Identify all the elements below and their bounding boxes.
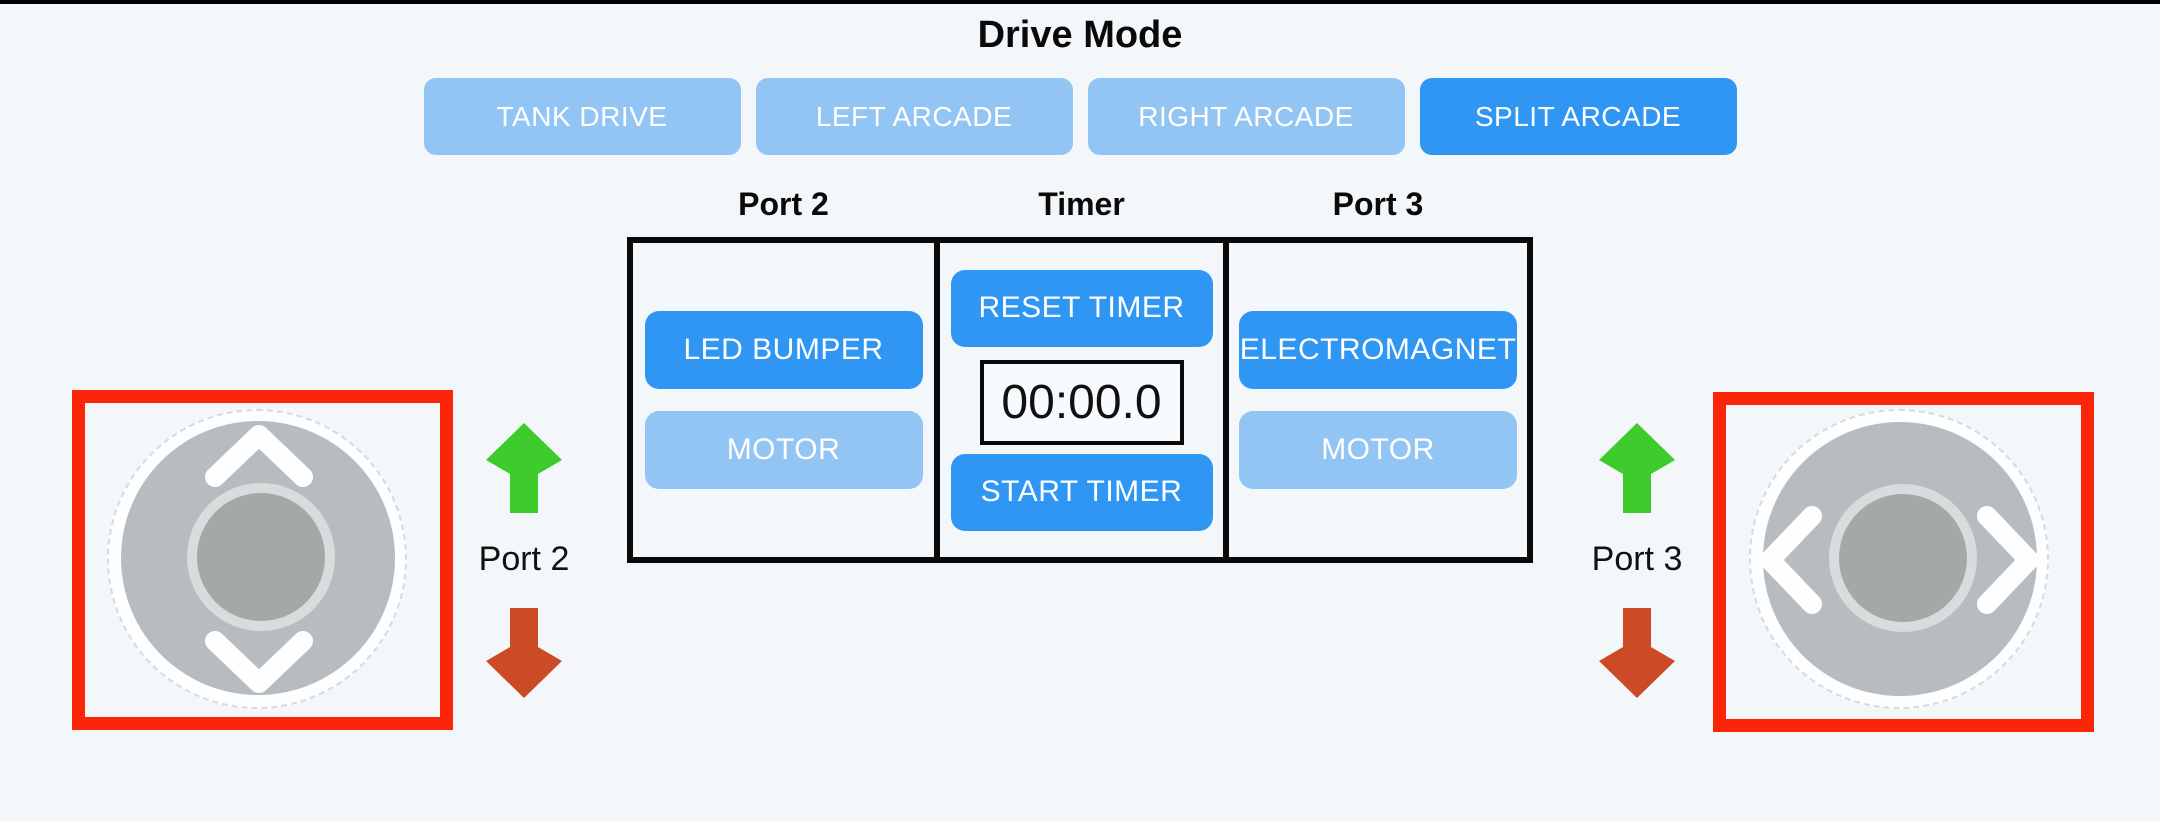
left-joystick-highlight-box: [72, 390, 453, 730]
right-joystick-knob[interactable]: [1829, 484, 1977, 632]
port3-joystick-label: Port 3: [1591, 540, 1683, 578]
left-joystick-knob-center[interactable]: [197, 493, 325, 621]
port2-forward-arrow-icon: [486, 423, 562, 513]
port2-reverse-arrow-icon: [486, 608, 562, 698]
page-title: Drive Mode: [977, 14, 1183, 56]
control-panel-table: LED BUMPER MOTOR RESET TIMER 00:00.0 STA…: [627, 237, 1533, 563]
drive-mode-button-row: TANK DRIVE LEFT ARCADE RIGHT ARCADE SPLI…: [0, 78, 2160, 155]
timer-column-header: Timer: [1038, 186, 1125, 222]
port3-reverse-arrow-icon: [1599, 608, 1675, 698]
port2-column-header: Port 2: [738, 186, 829, 222]
port2-motor-button[interactable]: MOTOR: [644, 411, 923, 489]
right-joystick-highlight-box: [1713, 392, 2094, 732]
split-arcade-button[interactable]: SPLIT ARCADE: [1419, 78, 1737, 155]
start-timer-button[interactable]: START TIMER: [950, 453, 1213, 531]
reset-timer-button[interactable]: RESET TIMER: [950, 269, 1213, 347]
right-joystick-knob-center[interactable]: [1839, 494, 1967, 622]
timer-column: RESET TIMER 00:00.0 START TIMER: [934, 243, 1229, 557]
tank-drive-button[interactable]: TANK DRIVE: [423, 78, 741, 155]
port3-column-header: Port 3: [1332, 186, 1424, 222]
port3-motor-button[interactable]: MOTOR: [1239, 411, 1517, 489]
right-arcade-button[interactable]: RIGHT ARCADE: [1087, 78, 1405, 155]
port2-joystick-label: Port 2: [478, 540, 570, 578]
port3-column: ELECTROMAGNET MOTOR: [1229, 243, 1527, 557]
timer-display: 00:00.0: [979, 359, 1184, 445]
left-joystick-knob[interactable]: [187, 483, 335, 631]
port3-forward-arrow-icon: [1599, 423, 1675, 513]
port2-column: LED BUMPER MOTOR: [633, 243, 934, 557]
electromagnet-button[interactable]: ELECTROMAGNET: [1239, 311, 1517, 389]
led-bumper-button[interactable]: LED BUMPER: [644, 311, 923, 389]
left-arcade-button[interactable]: LEFT ARCADE: [755, 78, 1073, 155]
top-edge-bar: [0, 0, 2160, 4]
